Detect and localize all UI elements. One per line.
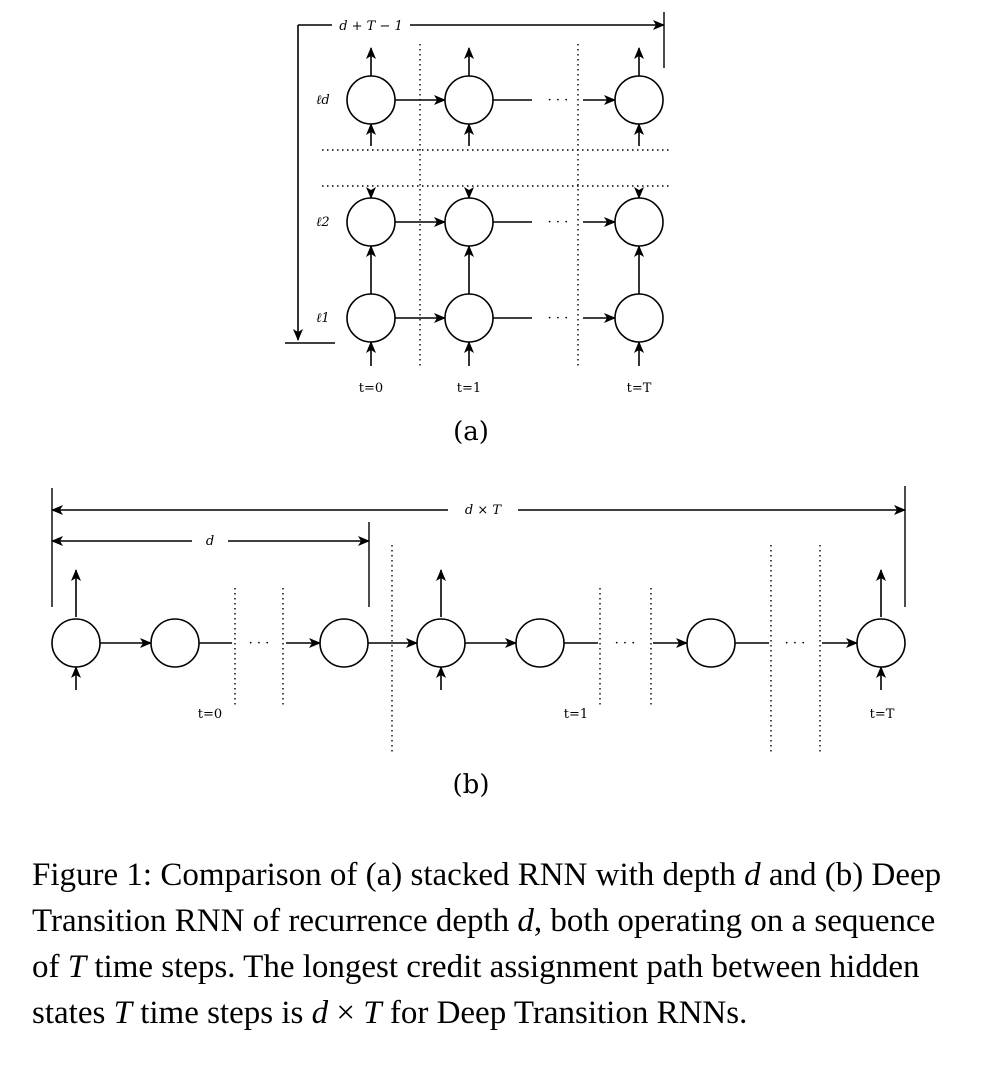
- caption-text-1: Figure 1: Comparison of (a) stacked RNN …: [32, 857, 745, 893]
- caption-var-d: d: [517, 903, 534, 939]
- span-label-d-times-T: d × T: [465, 503, 502, 518]
- ellipsis-a-top: · · ·: [548, 93, 569, 108]
- time-label-b-t1: t=1: [564, 707, 588, 722]
- node-b-7: [856, 618, 906, 668]
- caption-var-T: T: [67, 949, 87, 985]
- node-b-2: [150, 618, 200, 668]
- time-label-a-t1: t=1: [457, 381, 481, 396]
- node-b-3: [319, 618, 369, 668]
- caption-var-d: d: [311, 995, 329, 1031]
- time-label-b-tT: t=T: [870, 707, 895, 722]
- ellipsis-a-mid: · · ·: [548, 215, 569, 230]
- node-a-l2-t0: [346, 197, 396, 247]
- node-a-l2-t1: [444, 197, 494, 247]
- layer-label-d: ℓd: [316, 93, 330, 108]
- time-label-b-t0: t=0: [198, 707, 222, 722]
- node-a-l1-tT: [614, 293, 664, 343]
- ellipsis-b-3: · · ·: [785, 636, 806, 651]
- panel-label-b: (b): [453, 770, 490, 800]
- node-b-1: [51, 618, 101, 668]
- node-a-ld-tT: [614, 75, 664, 125]
- caption-text-3: , both operating on a sequence of: [32, 903, 936, 985]
- node-a-ld-t0: [346, 75, 396, 125]
- node-a-l1-t1: [444, 293, 494, 343]
- caption-text-4: time steps. The longest credit assignmen…: [32, 949, 920, 1031]
- caption-var-d: d: [744, 857, 761, 893]
- node-b-6: [686, 618, 736, 668]
- node-a-ld-t1: [444, 75, 494, 125]
- span-label-d: d: [206, 534, 214, 549]
- span-label-d-plus-T-minus-1: d + T − 1: [339, 19, 403, 34]
- panel-a: d + T − 1 ℓd ℓ2 ℓ1 · · · · · ·: [285, 12, 672, 447]
- node-b-5: [515, 618, 565, 668]
- ellipsis-a-bot: · · ·: [548, 311, 569, 326]
- panel-label-a: (a): [453, 417, 489, 447]
- caption-var-T: T: [363, 995, 382, 1031]
- figure-diagram: d + T − 1 ℓd ℓ2 ℓ1 · · · · · ·: [51, 12, 906, 800]
- ellipsis-b-2: · · ·: [615, 636, 636, 651]
- ellipsis-b-1: · · ·: [249, 636, 270, 651]
- caption-text-6: for Deep Transition RNNs.: [381, 995, 748, 1031]
- time-label-a-t0: t=0: [359, 381, 383, 396]
- node-b-4: [416, 618, 466, 668]
- caption-text-2: and (b) Deep Transition RNN of recurrenc…: [32, 857, 942, 939]
- node-a-l1-t0: [346, 293, 396, 343]
- panel-b: d × T d · · · · · · · · ·: [51, 486, 906, 800]
- caption-text-5: time steps is: [131, 995, 312, 1031]
- layer-label-2: ℓ2: [316, 215, 330, 230]
- layer-label-1: ℓ1: [316, 311, 330, 326]
- node-a-l2-tT: [614, 197, 664, 247]
- figure-caption: Figure 1: Comparison of (a) stacked RNN …: [32, 852, 952, 1036]
- caption-var-T: T: [113, 995, 132, 1031]
- time-label-a-tT: t=T: [627, 381, 652, 396]
- caption-times-sign: ×: [328, 995, 364, 1031]
